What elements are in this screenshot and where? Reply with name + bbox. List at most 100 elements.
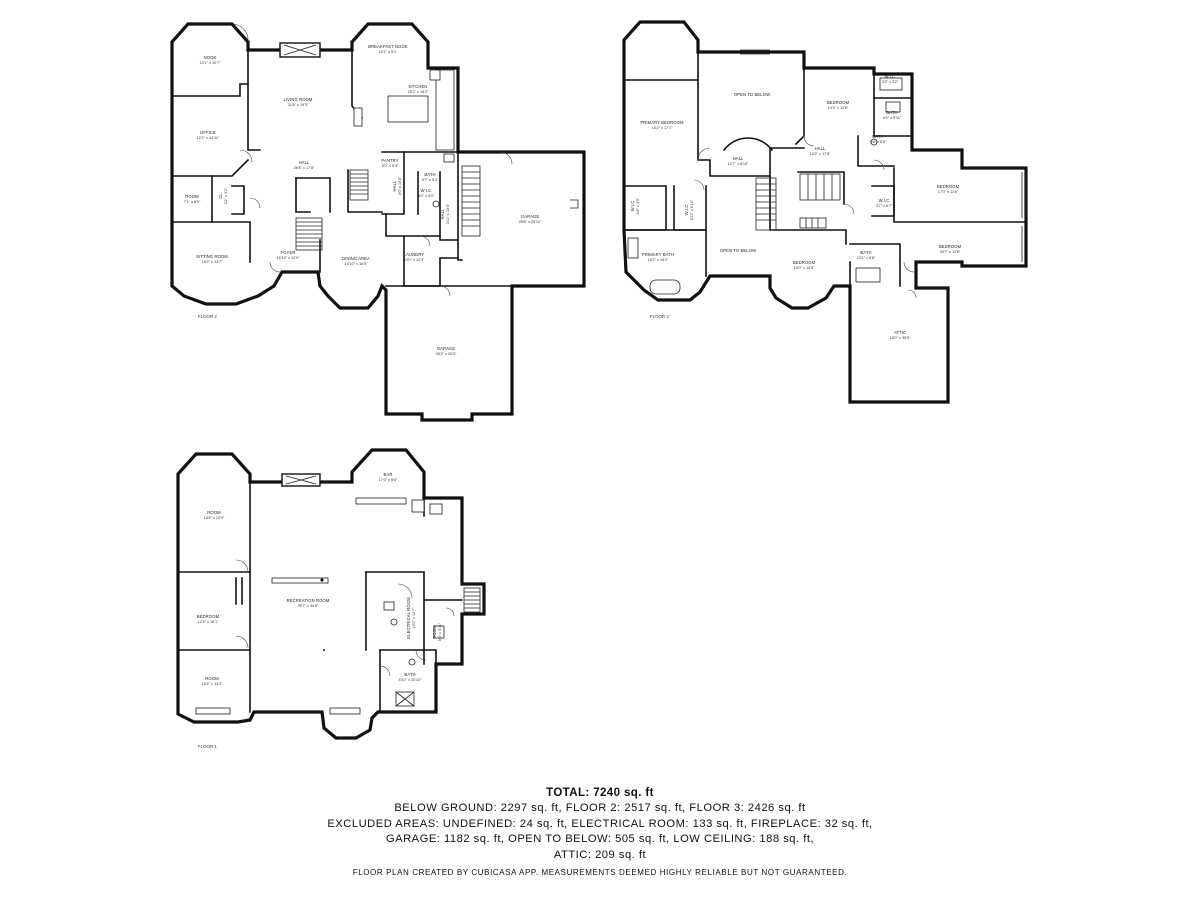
room-dim-wic-4: 5'11" x 9'10" xyxy=(690,199,694,220)
room-dim-kitchen: 25'2" x 15'2" xyxy=(408,90,429,94)
room-dim-bedroom-3: 14'0" x 14'8" xyxy=(794,266,815,270)
room-dim-garage-2: 30'2" x 20'0" xyxy=(436,352,457,356)
floor-3-plan xyxy=(622,20,1028,404)
room-dim-closet: 3'2" x 4'2" xyxy=(224,187,228,204)
room-name-nook: NOOK xyxy=(204,55,217,60)
room-name-bath: BATH xyxy=(424,172,435,177)
room-name-wic-1: W.I.C xyxy=(885,74,896,79)
room-dim-bath: 5'7" x 5'3" xyxy=(422,178,439,182)
room-dim-hall-small: 3'0" x 13'6" xyxy=(398,176,402,195)
room-dim-garage: 28'8" x 25'10" xyxy=(519,220,543,224)
room-name-bar: BAR xyxy=(384,472,393,477)
room-name-wic-3: W.I.C xyxy=(879,198,890,203)
room-name-bedroom-2: BEDROOM xyxy=(937,184,960,189)
floor-2-labels: NOOK 10'1" x 10'7" BREAKFAST NOOK 15'1" … xyxy=(184,44,542,356)
room-name-bath-1: BATH xyxy=(886,110,897,115)
room-dim-bath-2: 5'6" x 8'6" xyxy=(870,140,887,144)
area-line-4: ATTIC: 209 sq. ft xyxy=(553,848,647,861)
room-name-room-3: ROOM xyxy=(205,676,219,681)
room-name-hall-2: HALL xyxy=(815,146,826,151)
room-dim-bedroom: 12'4" x 16'1" xyxy=(198,620,219,624)
room-name-primary-bedroom: PRIMARY BEDROOM xyxy=(640,120,684,125)
room-name-office: OFFICE xyxy=(200,130,216,135)
room-dim-hall-1: 10'7" x 8'10" xyxy=(728,162,749,166)
room-dim-pantry: 5'0" x 5'3" xyxy=(382,164,399,168)
room-name-wic-2: W.I.C xyxy=(630,201,635,212)
room-name-wic: W.I.C xyxy=(421,188,432,193)
room-dim-recreation: 39'7" x 44'8" xyxy=(298,604,319,608)
room-name-hall-small: HALL xyxy=(392,180,397,191)
floor-3-labels: OPEN TO BELOW PRIMARY BEDROOM 16'2" x 17… xyxy=(630,74,962,340)
room-dim-foyer: 16'10" x 13'9" xyxy=(277,256,301,260)
room-dim-nook: 10'1" x 10'7" xyxy=(200,61,221,65)
room-name-hall-side: HALL xyxy=(440,208,445,219)
room-name-breakfast-nook: BREAKFAST NOOK xyxy=(368,44,408,49)
area-line-2: EXCLUDED AREAS: UNDEFINED: 24 sq. ft, EL… xyxy=(327,817,873,830)
room-dim-hall-2: 10'2" x 17'8" xyxy=(810,152,831,156)
floor-3-label: FLOOR 3 xyxy=(650,314,669,319)
room-name-living-room: LIVING ROOM xyxy=(283,97,312,102)
room-dim-hall: 26'8" x 17'8" xyxy=(294,166,315,170)
room-dim-bedroom-2: 17'0" x 11'6" xyxy=(938,190,959,194)
room-name-hall: HALL xyxy=(299,160,310,165)
room-dim-bath: 8'10" x 10'10" xyxy=(399,678,423,682)
room-dim-bedroom-4: 29'7" x 11'8" xyxy=(940,250,961,254)
room-dim-dining-area: 13'10" x 16'5" xyxy=(345,262,369,266)
room-name-closet: CL xyxy=(218,193,223,199)
room-dim-office: 12'2" x 14'11" xyxy=(197,136,220,140)
room-dim-bedroom-1: 14'4" x 11'6" xyxy=(828,106,849,110)
room-dim-bar: 17'0" x 8'6" xyxy=(379,478,398,482)
room-dim-laundry: 10'0" x 12'3" xyxy=(404,258,425,262)
room-dim-living-room: 21'8" x 19'3" xyxy=(288,103,309,107)
room-dim-wic-1: 3'3" x 3'2" xyxy=(882,80,899,84)
room-name-bedroom-4: BEDROOM xyxy=(939,244,962,249)
room-name-room-1: ROOM xyxy=(207,510,221,515)
room-name-open-below: OPEN TO BELOW xyxy=(734,92,770,97)
floor-1-labels: ROOM 13'6" x 22'9" BAR 17'0" x 8'6" BEDR… xyxy=(197,472,442,749)
area-line-1: BELOW GROUND: 2297 sq. ft, FLOOR 2: 2517… xyxy=(394,802,806,814)
room-dim-wic-3: 3'7" x 6'7" xyxy=(876,204,893,208)
room-name-sitting-room: SITTING ROOM xyxy=(196,254,228,259)
room-dim-bath-1: 6'0" x 5'11" xyxy=(883,116,902,120)
room-name-open-below-2: OPEN TO BELOW xyxy=(720,248,756,253)
room-dim-room-1: 13'6" x 22'9" xyxy=(204,516,225,520)
room-name-recreation: RECREATION ROOM xyxy=(287,598,330,603)
room-name-laundry: LAUNDRY xyxy=(404,252,425,257)
room-dim-room-3: 15'4" x 13'2" xyxy=(202,682,223,686)
room-dim-sitting-room: 15'2" x 13'7" xyxy=(202,260,223,264)
room-name-room: ROOM xyxy=(185,194,199,199)
floor-1-plan xyxy=(176,448,486,740)
room-name-foyer: FOYER xyxy=(281,250,296,255)
room-name-pantry: PANTRY xyxy=(381,158,398,163)
room-dim-bath-3: 10'1" x 8'8" xyxy=(857,256,876,260)
room-name-kitchen: KITCHEN xyxy=(408,84,427,89)
room-dim-primary-bath: 16'2" x 15'2" xyxy=(648,258,669,262)
room-name-room-2: ROOM xyxy=(432,625,437,639)
room-name-bedroom-1: BEDROOM xyxy=(827,100,850,105)
room-dim-wic: 3'0" x 5'0" xyxy=(418,194,435,198)
area-line-3: GARAGE: 1182 sq. ft, OPEN TO BELOW: 505 … xyxy=(385,833,815,846)
room-dim-room: 7'1" x 8'0" xyxy=(184,200,201,204)
room-name-hall-1: HALL xyxy=(733,156,744,161)
room-name-bedroom-3: BEDROOM xyxy=(793,260,816,265)
room-dim-primary-bedroom: 16'2" x 17'1" xyxy=(652,126,673,130)
disclaimer: FLOOR PLAN CREATED BY CUBICASA APP. MEAS… xyxy=(352,868,848,877)
room-dim-attic: 18'0" x 35'5" xyxy=(890,336,911,340)
room-dim-breakfast-nook: 15'1" x 9'1" xyxy=(379,50,398,54)
room-name-bath-2: BATH xyxy=(872,134,883,139)
floor-1-label: FLOOR 1 xyxy=(198,744,217,749)
room-name-electrical: ELECTRICAL ROOM xyxy=(406,597,411,639)
floor-2-label: FLOOR 2 xyxy=(198,314,217,319)
room-name-garage: GARAGE xyxy=(521,214,540,219)
room-name-bath-3: BATH xyxy=(860,250,871,255)
room-dim-room-2: 5'0" x 5'11" xyxy=(438,622,442,641)
total-area: TOTAL: 7240 sq. ft xyxy=(546,787,654,799)
room-name-attic: ATTIC xyxy=(894,330,906,335)
room-dim-wic-2: 3'8" x 4'0" xyxy=(636,197,640,214)
area-summary: TOTAL: 7240 sq. ft BELOW GROUND: 2297 sq… xyxy=(0,786,1200,863)
room-name-primary-bath: PRIMARY BATH xyxy=(642,252,674,257)
room-name-bedroom: BEDROOM xyxy=(197,614,220,619)
floor-2-plan xyxy=(170,22,586,422)
room-dim-hall-side: 3'11" x 16'0" xyxy=(446,203,450,224)
